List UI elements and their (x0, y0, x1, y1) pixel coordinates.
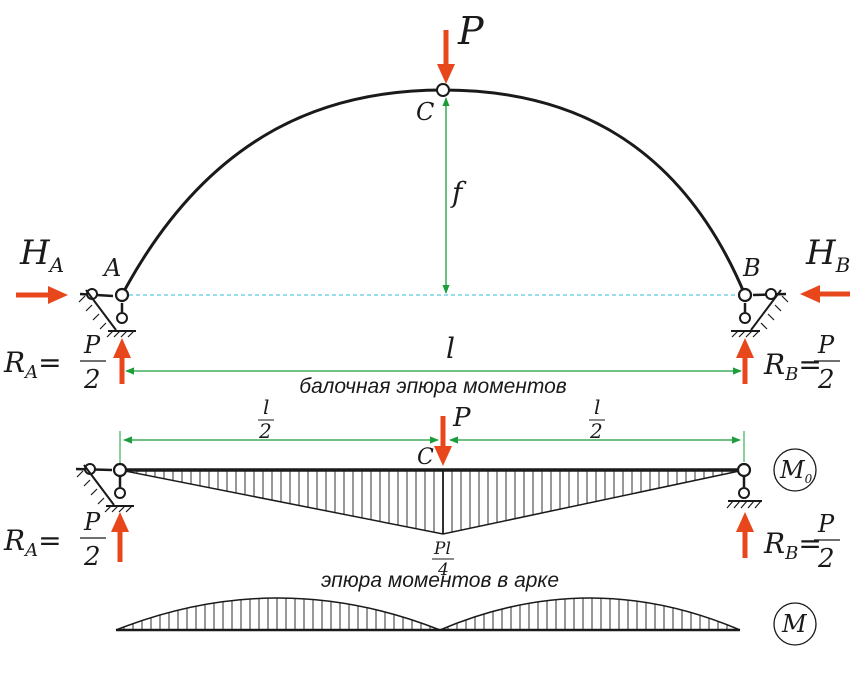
svg-text:2: 2 (83, 542, 101, 572)
load-label-beam: P (452, 403, 471, 433)
beam-reaction-arrow-a (111, 512, 129, 562)
thrust-label-right: HB (805, 233, 850, 277)
reaction-formula-b: RB= P 2 (763, 331, 840, 395)
svg-text:2: 2 (258, 419, 272, 443)
svg-text:P: P (83, 508, 101, 536)
reaction-formula-a: RA= P 2 (3, 331, 106, 395)
svg-text:2: 2 (817, 544, 835, 574)
svg-text:RB=: RB= (763, 527, 822, 564)
arch-moment-hatch (123, 598, 737, 630)
half-span-label-left: l 2 (258, 395, 274, 443)
arch-moment-section: M (115, 597, 817, 646)
right-support-b (731, 287, 789, 338)
arch-moment-curve-right (439, 597, 741, 631)
svg-text:l: l (263, 395, 269, 419)
beam-support-right (726, 462, 762, 509)
beam-diagram-symbol: M0 (773, 448, 817, 492)
beam-caption: балочная эпюра моментов (299, 375, 567, 398)
svg-text:2: 2 (83, 365, 101, 395)
svg-text:M0: M0 (779, 456, 813, 486)
thrust-arrow-right (800, 285, 850, 303)
arch-moment-curve-left (115, 597, 441, 631)
svg-text:4: 4 (437, 560, 449, 580)
peak-moment-label: Pl 4 (432, 539, 454, 580)
load-label-top: P (457, 9, 485, 53)
left-support-a (78, 287, 136, 338)
arch-diagram-symbol: M (773, 602, 817, 646)
beam-reaction-formula-b: RB= P 2 (763, 510, 840, 574)
reaction-arrow-b (736, 338, 754, 384)
arch-moments-caption: эпюра моментов в арке (321, 569, 559, 592)
svg-text:P: P (817, 331, 835, 359)
svg-text:P: P (83, 331, 101, 359)
support-b-label: B (742, 254, 761, 282)
svg-text:l: l (594, 395, 600, 419)
beam-support-left (75, 462, 134, 513)
half-span-label-right: l 2 (589, 395, 605, 443)
svg-text:P: P (817, 510, 835, 538)
svg-text:2: 2 (817, 365, 835, 395)
svg-text:Pl: Pl (433, 539, 451, 559)
svg-text:M: M (781, 610, 808, 638)
arch-section: P C f A B (3, 9, 850, 395)
svg-text:RB=: RB= (763, 348, 822, 385)
beam-reaction-formula-a: RA= P 2 (3, 508, 106, 572)
rise-label: f (450, 176, 467, 209)
crown-label: C (416, 98, 434, 126)
crown-hinge (436, 83, 450, 97)
support-a-label: A (102, 254, 121, 282)
beam-moment-hatch (127, 470, 741, 533)
reaction-arrow-a (113, 338, 131, 384)
thrust-arrow-left (16, 286, 68, 304)
svg-text:2: 2 (589, 419, 603, 443)
beam-reaction-arrow-b (736, 512, 754, 558)
thrust-label-left: HA (19, 233, 64, 277)
load-arrow-beam (434, 416, 452, 466)
span-label: l (446, 332, 455, 365)
svg-text:RA=: RA= (3, 524, 62, 561)
beam-section: l 2 l 2 P C (3, 395, 840, 580)
beam-mid-label: C (417, 445, 434, 470)
svg-text:RA=: RA= (3, 346, 62, 383)
load-arrow-top (437, 30, 455, 84)
